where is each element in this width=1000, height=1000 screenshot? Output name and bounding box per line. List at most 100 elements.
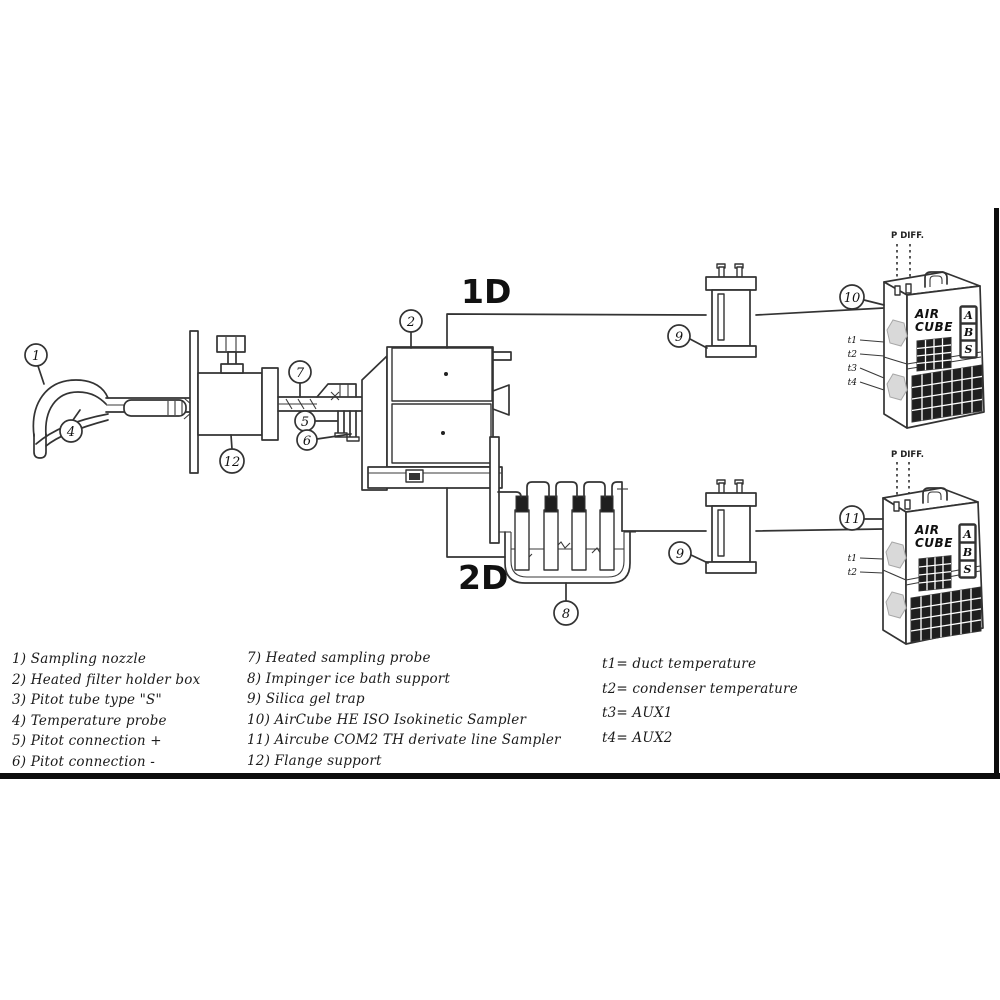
outlet-funnel [492, 384, 510, 416]
legend-item: 7) Heated sampling probe [247, 650, 431, 666]
svg-text:t3: t3 [848, 364, 858, 374]
svg-text:8: 8 [562, 607, 570, 622]
fan-hexagon [886, 319, 908, 347]
svg-text:2: 2 [406, 315, 415, 330]
svg-text:11: 11 [844, 512, 861, 527]
svg-text:S: S [964, 563, 972, 576]
legend-item: t2= condenser temperature [602, 680, 798, 697]
box-top-stub [492, 351, 512, 361]
legend-column-1: 1) Sampling nozzle 2) Heated filter hold… [12, 649, 200, 772]
support-plate-right [261, 367, 279, 441]
legend-item: t3= AUX1 [602, 705, 673, 721]
svg-text:B: B [962, 546, 972, 559]
legend-item: 6) Pitot connection - [12, 753, 156, 770]
flange-support [189, 330, 279, 474]
flange-plate [189, 330, 199, 474]
legend-item: 4) Temperature probe [12, 712, 167, 729]
temperature-probe-sleeve [123, 399, 187, 417]
aircube-logo: AIR CUBE [914, 523, 953, 550]
legend-item: 8) Impinger ice bath support [247, 670, 451, 687]
big-grille [910, 586, 982, 643]
impinger-bottles [514, 495, 615, 571]
label-2d: 2D [458, 558, 508, 597]
legend-item: t1= duct temperature [602, 656, 757, 672]
callout-circles: 1 4 12 7 5 6 2 8 9 9 10 11 [24, 284, 865, 626]
temperature-channels-bottom: t1 t2 [848, 554, 884, 578]
legend-item: 2) Heated filter holder box [12, 671, 201, 688]
callout-9-bottom [668, 541, 692, 565]
temperature-channels-top: t1 t2 t3 t4 [848, 336, 885, 391]
small-grille [918, 555, 952, 592]
p-diff-label-top: P DIFF. [891, 231, 924, 241]
box-base [367, 466, 503, 489]
callout-4 [59, 419, 83, 443]
svg-text:10: 10 [844, 291, 861, 306]
callout-9-top [667, 324, 691, 348]
legend-column-2: 7) Heated sampling probe 8) Impinger ice… [247, 648, 561, 771]
callout-6 [296, 429, 318, 451]
support-box [197, 372, 263, 436]
small-grille [916, 336, 952, 372]
callout-7 [288, 360, 312, 384]
svg-text:A: A [963, 309, 973, 322]
right-support-plate [489, 436, 500, 544]
legend-item: 9) Silica gel trap [247, 691, 365, 707]
svg-text:9: 9 [675, 330, 683, 345]
svg-text:9: 9 [676, 547, 684, 562]
impinger-ice-bath [497, 481, 707, 602]
legend-item: 3) Pitot tube type "S" [12, 692, 162, 708]
svg-text:t1: t1 [848, 336, 857, 346]
fan-hexagon [886, 373, 908, 401]
svg-text:4: 4 [66, 425, 75, 440]
sampling-nozzle [32, 379, 109, 459]
callout-12 [219, 448, 245, 474]
clamp-knob [216, 335, 246, 353]
heated-sampling-probe [277, 382, 363, 412]
legend-item: 1) Sampling nozzle [12, 651, 147, 667]
big-grille [911, 364, 983, 423]
fan-hexagon [885, 591, 907, 619]
callout-1 [24, 343, 48, 367]
svg-text:t4: t4 [848, 378, 858, 388]
unit-left-face [883, 281, 908, 429]
svg-text:CUBE: CUBE [915, 536, 953, 550]
svg-text:A: A [962, 528, 972, 541]
silica-gel-trap-top [689, 263, 757, 358]
svg-text:5: 5 [301, 415, 309, 430]
aircube-com2-sampler-unit: P DIFF. AIR CUBE A B S [848, 450, 984, 645]
bottom-border [0, 773, 1000, 779]
legend-item: 11) Aircube COM2 TH derivate line Sample… [247, 732, 561, 748]
legend-item: 12) Flange support [247, 752, 382, 769]
callout-11 [839, 505, 865, 531]
pitot-tube-connections [314, 383, 360, 442]
svg-text:t2: t2 [848, 350, 858, 360]
legend-item: 10) AirCube HE ISO Isokinetic Sampler [247, 711, 527, 728]
svg-text:t2: t2 [848, 568, 858, 578]
aircube-logo: AIR CUBE [914, 307, 953, 334]
handle [922, 487, 948, 504]
filter-upper-compartment [391, 347, 493, 402]
impinger-bridges [497, 481, 707, 532]
svg-text:1: 1 [32, 349, 40, 364]
legend-column-3: t1= duct temperature t2= condenser tempe… [602, 652, 798, 750]
svg-text:AIR: AIR [914, 307, 940, 321]
handle [924, 271, 948, 288]
abs-badge: A B S [958, 523, 977, 579]
svg-text:t1: t1 [848, 554, 857, 564]
line-1d: 1D [446, 272, 885, 349]
svg-text:12: 12 [224, 455, 241, 470]
svg-text:6: 6 [303, 434, 311, 449]
svg-text:CUBE: CUBE [915, 320, 953, 334]
callout-10 [839, 284, 865, 310]
silica-gel-trap-bottom [690, 479, 884, 574]
abs-badge: A B S [959, 305, 978, 359]
legend-item: 5) Pitot connection + [12, 733, 162, 749]
callout-8 [553, 600, 579, 626]
aircube-iso-sampler-unit: P DIFF. AIR CUBE A B S [848, 231, 985, 429]
fan-hexagon [885, 541, 907, 569]
line-2d: 2D [446, 487, 508, 597]
right-border [994, 208, 999, 779]
svg-text:AIR: AIR [914, 523, 940, 537]
